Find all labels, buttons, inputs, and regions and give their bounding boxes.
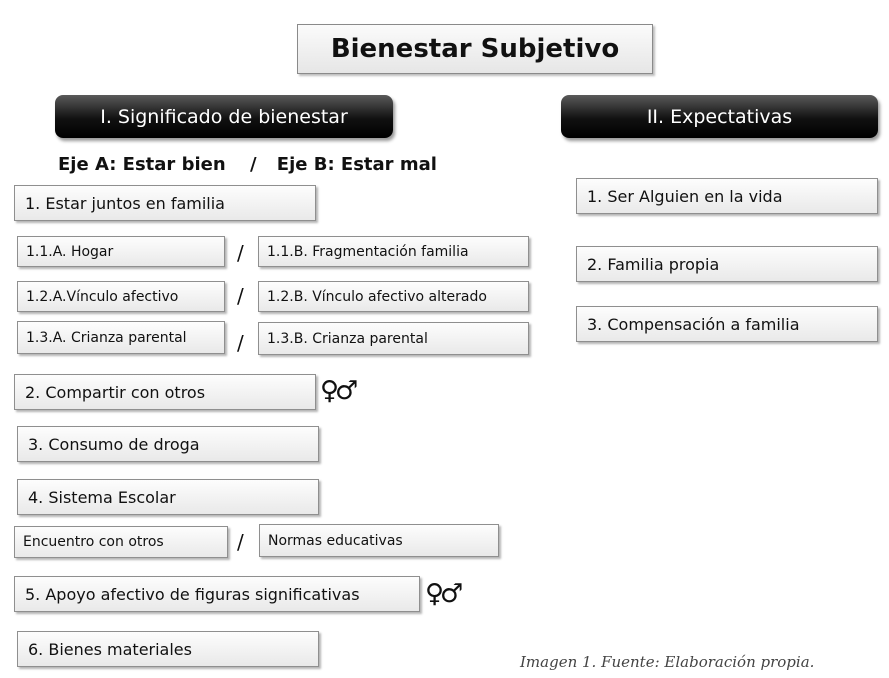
slash-4: / — [237, 530, 244, 554]
item-compartir: 2. Compartir con otros — [14, 374, 316, 410]
sub-crianza-b: 1.3.B. Crianza parental — [258, 322, 529, 355]
item-sistema-escolar: 4. Sistema Escolar — [17, 479, 319, 515]
sub-vinculo-afectivo: 1.2.A.Vínculo afectivo — [17, 281, 225, 312]
expectativa-compensacion: 3. Compensación a familia — [576, 306, 878, 342]
slash-1: / — [237, 241, 244, 265]
sub-hogar: 1.1.A. Hogar — [17, 236, 225, 267]
expectativa-familia-propia: 2. Familia propia — [576, 246, 878, 282]
axis-a-label: Eje A: Estar bien — [58, 154, 226, 175]
figure-caption: Imagen 1. Fuente: Elaboración propia. — [520, 653, 815, 671]
sub-normas-educativas: Normas educativas — [259, 524, 499, 557]
slash-2: / — [237, 284, 244, 308]
gender-symbol-icon: ♀♂ — [320, 376, 358, 406]
sub-vinculo-alterado: 1.2.B. Vínculo afectivo alterado — [258, 281, 529, 312]
section-header-expectativas: II. Expectativas — [561, 95, 878, 138]
sub-crianza-a: 1.3.A. Crianza parental — [17, 321, 225, 354]
item-apoyo-afectivo: 5. Apoyo afectivo de figuras significati… — [14, 576, 420, 612]
diagram-title: Bienestar Subjetivo — [297, 24, 653, 74]
slash-3: / — [237, 331, 244, 355]
axis-separator: / — [249, 154, 257, 175]
gender-symbol-icon: ♀♂ — [425, 579, 463, 609]
item-bienes-materiales: 6. Bienes materiales — [17, 631, 319, 667]
axis-labels: Eje A: Estar bien / Eje B: Estar mal — [58, 154, 437, 175]
item-consumo-droga: 3. Consumo de droga — [17, 426, 319, 462]
item-estar-juntos: 1. Estar juntos en familia — [14, 185, 316, 221]
section-header-significado: I. Significado de bienestar — [55, 95, 393, 138]
axis-b-label: Eje B: Estar mal — [276, 154, 437, 175]
expectativa-ser-alguien: 1. Ser Alguien en la vida — [576, 178, 878, 214]
sub-encuentro-otros: Encuentro con otros — [14, 526, 228, 558]
sub-fragmentacion: 1.1.B. Fragmentación familia — [258, 236, 529, 267]
